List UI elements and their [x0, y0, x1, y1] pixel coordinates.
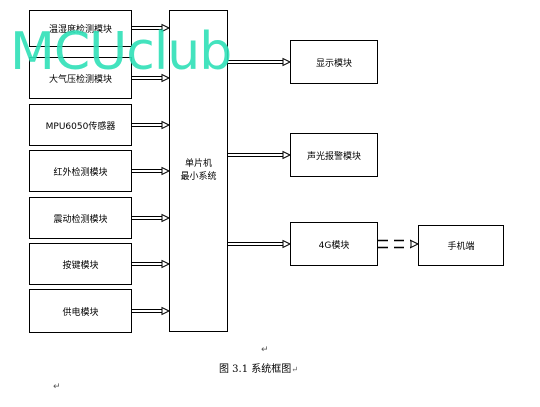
input-arrow-2-head [161, 120, 171, 130]
input-module-vibration: 震动检测模块 [29, 197, 132, 239]
caption-paragraph-mark: ↵ [291, 365, 298, 374]
input-arrow-1-head [161, 73, 171, 83]
output-module-4g: 4G模块 [290, 222, 378, 266]
input-arrow-5-head [161, 259, 171, 269]
input-arrow-4-head [161, 213, 171, 223]
input-module-mpu6050: MPU6050传感器 [29, 104, 132, 146]
input-module-temp-humidity: 温湿度检测模块 [29, 10, 132, 47]
input-module-buttons: 按键模块 [29, 243, 132, 285]
input-arrow-6-head [161, 306, 171, 316]
input-module-label: MPU6050传感器 [45, 121, 116, 132]
input-arrow-3-head [161, 166, 171, 176]
wireless-link-head [410, 239, 420, 249]
figure-caption: 图 3.1 系统框图↵ [219, 360, 298, 375]
mcu-label-line2: 最小系统 [180, 172, 217, 182]
phone-terminal: 手机端 [418, 225, 504, 266]
output-module-label: 声光报警模块 [306, 151, 361, 162]
phone-label: 手机端 [447, 242, 475, 252]
input-module-infrared: 红外检测模块 [29, 150, 132, 192]
paragraph-mark: ↵ [53, 382, 61, 392]
mcu-minimum-system: 单片机 最小系统 [169, 10, 228, 332]
caption-text: 图 3.1 系统框图 [219, 364, 292, 375]
output-module-label: 显示模块 [315, 58, 352, 69]
output-arrow-4g-head [282, 239, 292, 249]
output-module-sound-light-alarm: 声光报警模块 [290, 133, 378, 177]
input-module-label: 大气压检测模块 [48, 74, 112, 85]
input-module-label: 温湿度检测模块 [48, 25, 112, 35]
input-module-air-pressure: 大气压检测模块 [29, 57, 132, 99]
output-arrow-display-head [282, 57, 292, 67]
input-module-label: 震动检测模块 [53, 214, 108, 225]
input-module-label: 按键模块 [62, 260, 99, 271]
input-module-label: 红外检测模块 [53, 167, 108, 178]
output-module-label: 4G模块 [318, 240, 350, 251]
input-module-power: 供电模块 [29, 289, 132, 333]
paragraph-mark: ↵ [261, 345, 269, 355]
output-arrow-alarm-head [282, 150, 292, 160]
input-arrow-0-head [161, 23, 171, 33]
output-module-display: 显示模块 [290, 40, 378, 84]
input-module-label: 供电模块 [62, 307, 99, 318]
mcu-label-line1: 单片机 [184, 159, 212, 169]
